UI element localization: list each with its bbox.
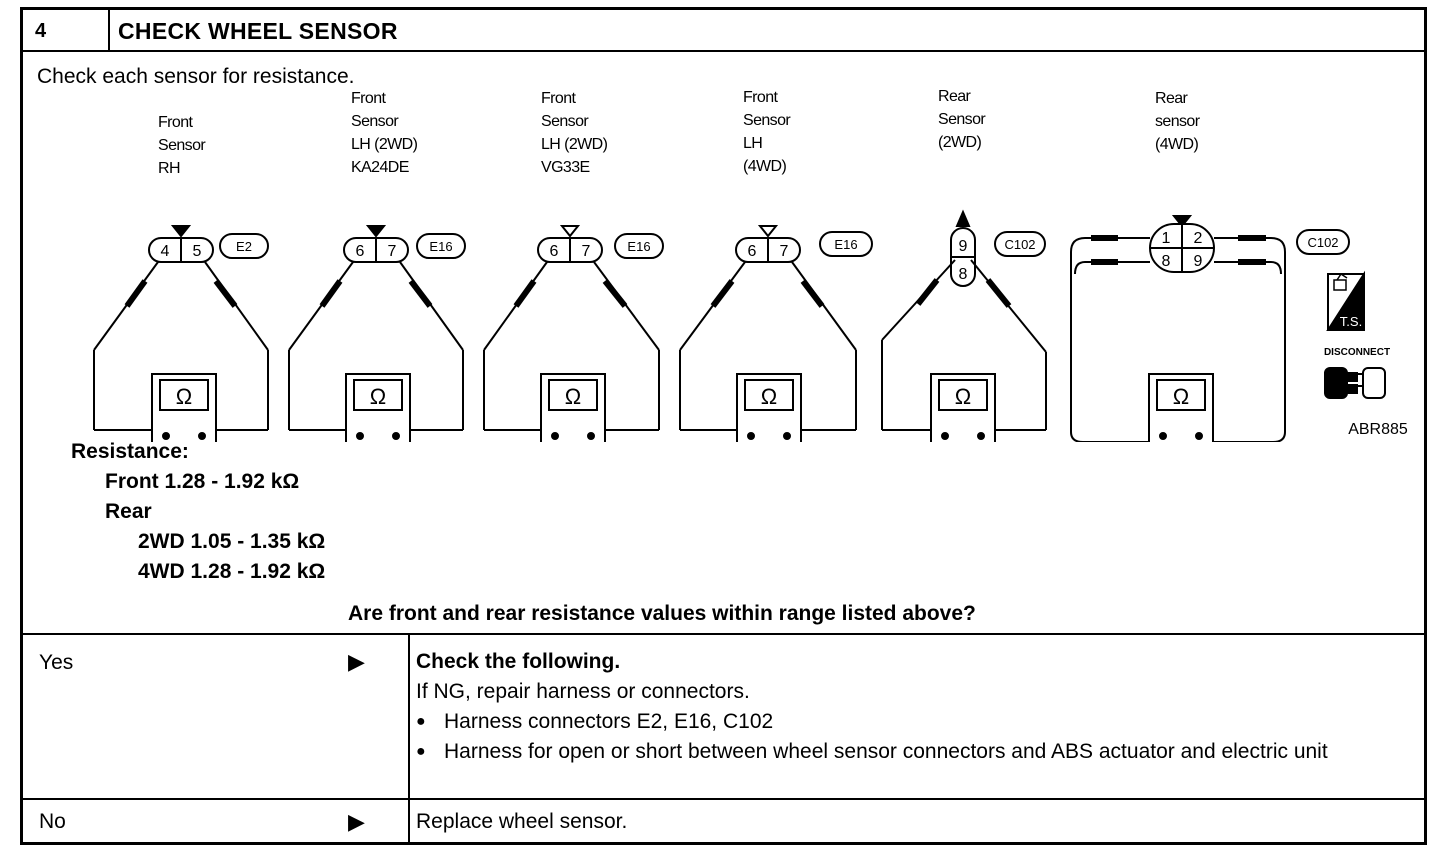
yes-arrow-icon: ▶ bbox=[348, 649, 365, 674]
pin-label: 1 bbox=[1162, 230, 1171, 247]
yes-row: Yes ▶ Check the following. If NG, repair… bbox=[23, 633, 1424, 800]
disconnect-label: DISCONNECT bbox=[1324, 347, 1390, 358]
connector-label-e16: E16 bbox=[429, 239, 452, 254]
pin-label: 6 bbox=[748, 243, 757, 260]
ohmmeter-symbol: Ω bbox=[176, 384, 192, 409]
ts-label: T.S. bbox=[1340, 314, 1362, 329]
no-answer: No bbox=[39, 810, 66, 833]
no-arrow-icon: ▶ bbox=[348, 809, 365, 834]
yes-action-line: If NG, repair harness or connectors. bbox=[416, 680, 750, 703]
pin-label: 5 bbox=[193, 243, 202, 260]
pin-label: 6 bbox=[356, 243, 365, 260]
no-action: Replace wheel sensor. bbox=[416, 810, 628, 833]
pin-label: 8 bbox=[1162, 253, 1171, 270]
resistance-rear-2wd: 2WD 1.05 - 1.35 kΩ bbox=[138, 530, 326, 553]
ohmmeter-symbol: Ω bbox=[370, 384, 386, 409]
sensor-front-lh-ka24de: 6 7 E16 Ω bbox=[288, 225, 466, 442]
yes-answer: Yes bbox=[39, 651, 74, 674]
sensor-front-rh: 4 5 E2 Ω bbox=[93, 225, 269, 442]
resistance-heading: Resistance: bbox=[71, 440, 189, 463]
wiring-diagram: 4 5 E2 Ω 6 7 E16 bbox=[93, 209, 1408, 442]
bullet-icon: ● bbox=[416, 743, 426, 760]
pin-label: 6 bbox=[550, 243, 559, 260]
procedure-frame: 4 CHECK WHEEL SENSOR Check each sensor f… bbox=[20, 7, 1427, 845]
ohmmeter-symbol: Ω bbox=[955, 384, 971, 409]
pin-label: 7 bbox=[582, 243, 591, 260]
pin-label: 2 bbox=[1194, 230, 1203, 247]
ts-icon: T.S. bbox=[1326, 270, 1365, 331]
connector-label-e16: E16 bbox=[834, 237, 857, 252]
bullet-icon: ● bbox=[416, 713, 426, 730]
figure-id: ABR885 bbox=[1348, 421, 1408, 438]
pin-label: 7 bbox=[388, 243, 397, 260]
header: 4 CHECK WHEEL SENSOR bbox=[23, 10, 1424, 52]
connector-label-c102: C102 bbox=[1307, 235, 1338, 250]
sensor-front-lh-vg33e: 6 7 E16 Ω bbox=[483, 225, 664, 442]
sensor-rear-4wd: 1 2 8 9 C102 Ω bbox=[1070, 215, 1350, 442]
connector-label-c102: C102 bbox=[1004, 237, 1035, 252]
pin-label: 7 bbox=[780, 243, 789, 260]
resistance-front: Front 1.28 - 1.92 kΩ bbox=[105, 470, 300, 493]
step-number: 4 bbox=[23, 10, 110, 50]
yes-action-heading: Check the following. bbox=[416, 650, 621, 673]
ohmmeter-symbol: Ω bbox=[761, 384, 777, 409]
pin-label: 9 bbox=[959, 238, 968, 255]
sensor-front-lh-4wd: 6 7 E16 Ω bbox=[679, 225, 873, 442]
ohmmeter-symbol: Ω bbox=[1173, 384, 1189, 409]
list-item: ● Harness connectors E2, E16, C102 bbox=[416, 707, 1376, 737]
no-row: No ▶ Replace wheel sensor. bbox=[23, 800, 1424, 845]
pin-label: 8 bbox=[959, 266, 968, 283]
sensor-rear-2wd: 9 8 C102 Ω bbox=[881, 209, 1047, 442]
resistance-rear-4wd: 4WD 1.28 - 1.92 kΩ bbox=[138, 560, 326, 583]
list-item: ● Harness for open or short between whee… bbox=[416, 737, 1376, 767]
step-title: CHECK WHEEL SENSOR bbox=[118, 18, 398, 44]
connector-label-e2: E2 bbox=[236, 239, 252, 254]
question: Are front and rear resistance values wit… bbox=[348, 602, 976, 625]
pin-label: 4 bbox=[161, 243, 170, 260]
yes-action: Check the following. If NG, repair harne… bbox=[416, 647, 1376, 767]
disconnect-icon bbox=[1324, 367, 1386, 399]
connector-label-e16: E16 bbox=[627, 239, 650, 254]
pin-label: 9 bbox=[1194, 253, 1203, 270]
resistance-rear-heading: Rear bbox=[105, 500, 152, 523]
instruction: Check each sensor for resistance. bbox=[37, 65, 355, 88]
ohmmeter-symbol: Ω bbox=[565, 384, 581, 409]
